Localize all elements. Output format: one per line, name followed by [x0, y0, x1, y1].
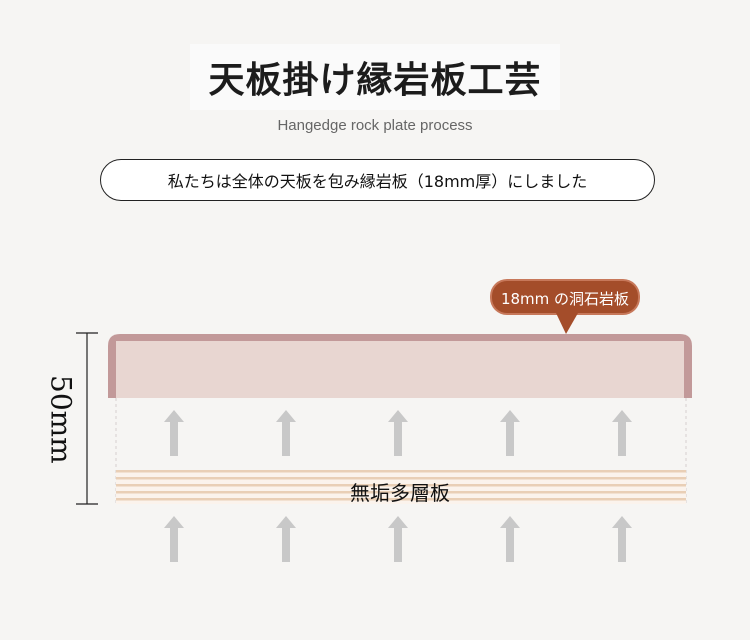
arrow-up-icon — [164, 410, 184, 456]
arrow-up-icon — [388, 410, 408, 456]
arrow-up-icon — [276, 516, 296, 562]
dimension-label: 50mm — [44, 374, 78, 464]
callout-label: 18mm の洞石岩板 — [500, 289, 630, 308]
arrow-up-icon — [164, 516, 184, 562]
board-label: 無垢多層板 — [350, 480, 450, 505]
upper-arrows — [164, 410, 632, 456]
multilayer-board — [116, 470, 686, 504]
stone-slab — [108, 334, 692, 398]
arrow-up-icon — [276, 410, 296, 456]
arrow-up-icon — [612, 410, 632, 456]
description-pill: 私たちは全体の天板を包み縁岩板（18mm厚）にしました — [100, 159, 655, 201]
arrow-up-icon — [500, 516, 520, 562]
page-subtitle: Hangedge rock plate process — [277, 117, 473, 134]
lower-arrows — [164, 516, 632, 562]
title-panel: 天板掛け縁岩板工芸 — [190, 44, 560, 110]
callout-bubble — [490, 279, 640, 334]
dimension-marker — [76, 332, 98, 505]
page-title: 天板掛け縁岩板工芸 — [208, 60, 542, 101]
arrow-up-icon — [388, 516, 408, 562]
arrow-up-icon — [500, 410, 520, 456]
arrow-up-icon — [612, 516, 632, 562]
